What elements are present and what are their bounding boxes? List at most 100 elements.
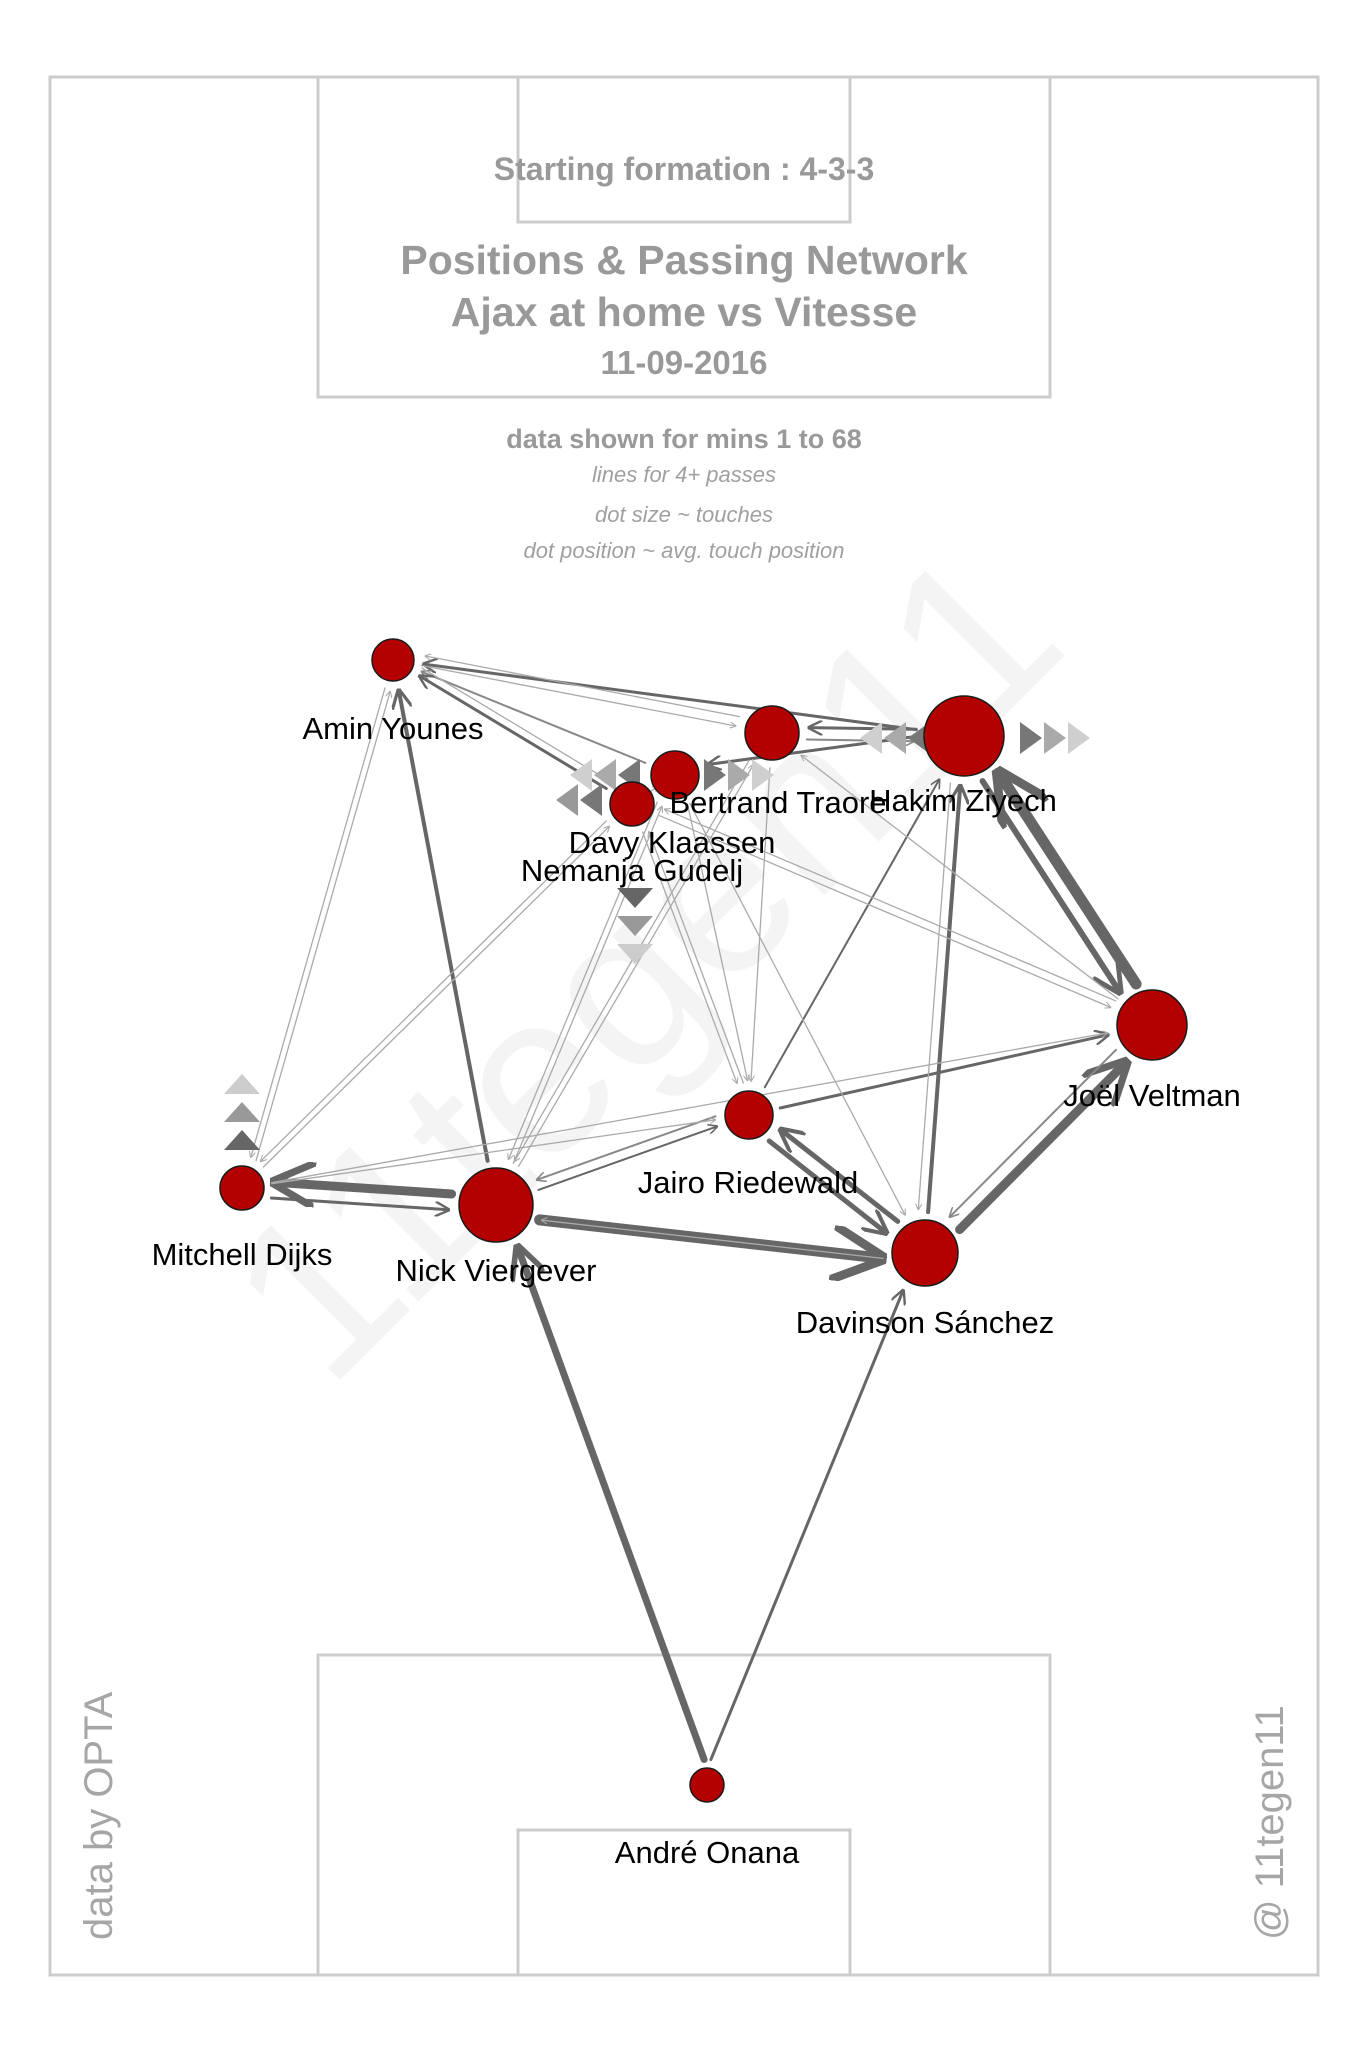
tri-dijks-up-3 — [224, 1130, 260, 1150]
tri-klaassen-left-2 — [580, 784, 602, 816]
pass-line-traore-to-viergever — [515, 759, 750, 1161]
formation-label: Starting formation : 4-3-3 — [494, 151, 874, 187]
pass-line-riedewald-to-viergever — [537, 1115, 717, 1180]
pass-line-viergever-to-riedewald — [537, 1126, 717, 1191]
pass-line-traore-to-riedewald — [751, 767, 771, 1081]
pass-line-veltman-to-traore — [801, 756, 1119, 1000]
tri-traore-left-2 — [594, 759, 616, 791]
pass-line-veltman-to-sanchez — [950, 1048, 1117, 1217]
pass-line-gudelj-to-younes — [420, 676, 608, 790]
tri-gudelj-down-2 — [617, 916, 653, 936]
tri-ziyech-right-1 — [1020, 722, 1042, 754]
title-line-1: Positions & Passing Network — [400, 237, 967, 283]
label-onana: André Onana — [615, 1835, 800, 1870]
pass-line-viergever-to-dijks — [275, 1182, 457, 1194]
label-riedewald: Jairo Riedewald — [638, 1165, 859, 1200]
player-dot-ziyech — [923, 695, 1005, 777]
tri-traore-right-3 — [752, 759, 774, 791]
player-labels: Amin Younes Bertrand Traore Hakim Ziyech… — [152, 711, 1241, 1870]
match-date: 11-09-2016 — [601, 344, 768, 381]
watermark: 11tegen11 — [181, 501, 1107, 1427]
pass-line-younes-to-traore — [420, 664, 736, 727]
player-dot-riedewald — [724, 1090, 774, 1140]
label-veltman: Joël Veltman — [1063, 1078, 1241, 1113]
tri-traore-right-2 — [728, 759, 750, 791]
author-credit: @ 11tegen11 — [1248, 1705, 1292, 1940]
tri-gudelj-down-1 — [617, 888, 653, 908]
tri-traore-left-1 — [570, 759, 592, 791]
player-dot-sanchez — [891, 1219, 959, 1287]
pass-line-viergever-to-traore — [518, 765, 754, 1167]
label-sanchez: Davinson Sánchez — [796, 1305, 1055, 1340]
player-dot-gudelj — [609, 781, 655, 827]
pass-line-onana-to-viergever — [518, 1247, 708, 1763]
top-goal-box — [516, 75, 852, 224]
pass-line-riedewald-to-ziyech — [763, 780, 940, 1089]
pass-line-younes-to-gudelj — [421, 667, 609, 781]
tri-traore-right-1 — [704, 759, 726, 791]
pass-line-veltman-to-ziyech — [999, 773, 1142, 990]
pass-line-sanchez-to-riedewald — [781, 1130, 901, 1224]
pass-line-viergever-to-younes — [399, 691, 490, 1163]
label-traore: Bertrand Traore — [669, 785, 886, 820]
pass-line-riedewald-to-sanchez — [766, 1138, 886, 1233]
pass-line-younes-to-dijks — [251, 687, 386, 1157]
label-ziyech: Hakim Ziyech — [869, 783, 1057, 818]
pass-line-sanchez-to-viergever — [542, 1220, 884, 1260]
pass-line-dijks-to-viergever — [269, 1196, 448, 1210]
pass-line-traore-to-younes — [425, 656, 741, 718]
tri-dijks-up-2 — [224, 1102, 260, 1122]
label-younes: Amin Younes — [303, 711, 484, 746]
pass-line-dijks-to-younes — [255, 692, 390, 1162]
pass-line-riedewald-to-gudelj — [649, 832, 744, 1084]
pass-line-veltman-to-gudelj — [665, 809, 1117, 1002]
pass-line-dijks-to-riedewald — [271, 1120, 716, 1185]
dot-position-note: dot position ~ avg. touch position — [523, 538, 844, 563]
pass-line-onana-to-sanchez — [709, 1291, 903, 1762]
tri-ziyech-left-1 — [860, 722, 882, 754]
bottom-goal-box — [516, 1828, 852, 1977]
title-line-2: Ajax at home vs Vitesse — [451, 289, 917, 335]
player-dot-onana — [689, 1767, 725, 1803]
pass-line-klaassen-to-viergever — [509, 801, 658, 1159]
pass-line-riedewald-to-veltman — [778, 1035, 1108, 1110]
pass-line-dijks-to-veltman — [270, 1033, 1108, 1184]
pass-line-ziyech-to-veltman — [979, 778, 1120, 992]
pass-line-dijks-to-gudelj — [262, 827, 609, 1168]
tri-gudelj-down-3 — [617, 944, 653, 964]
data-source-credit: data by OPTA — [77, 1691, 121, 1940]
tri-ziyech-left-2 — [884, 722, 906, 754]
label-viergever: Nick Viergever — [395, 1253, 596, 1288]
pass-line-klaassen-to-sanchez — [689, 802, 905, 1215]
player-dot-younes — [371, 638, 415, 682]
pass-lines — [251, 656, 1142, 1763]
pass-line-gudelj-to-veltman — [658, 815, 1111, 1008]
label-gudelj: Nemanja Gudelj — [521, 853, 743, 888]
minutes-range-note: data shown for mins 1 to 68 — [506, 424, 862, 454]
player-dot-viergever — [458, 1167, 534, 1243]
tri-dijks-up-1 — [224, 1074, 260, 1094]
tri-ziyech-right-3 — [1068, 722, 1090, 754]
pass-line-klaassen-to-younes — [422, 672, 647, 764]
player-dot-dijks — [219, 1165, 265, 1211]
pass-line-sanchez-to-ziyech — [926, 786, 960, 1215]
pitch-markings — [48, 75, 1320, 1977]
dot-size-note: dot size ~ touches — [595, 502, 773, 527]
label-klaassen: Davy Klaassen — [569, 825, 776, 860]
player-nodes — [219, 638, 1188, 1803]
pass-line-gudelj-to-dijks — [261, 820, 608, 1162]
pass-line-viergever-to-klaassen — [512, 806, 662, 1165]
pass-line-klaassen-to-riedewald — [687, 804, 748, 1081]
pass-line-ziyech-to-younes — [424, 664, 918, 732]
pass-line-sanchez-to-veltman — [955, 1063, 1126, 1235]
tri-klaassen-left-1 — [556, 784, 578, 816]
label-dijks: Mitchell Dijks — [152, 1237, 333, 1272]
player-dot-traore — [744, 705, 800, 761]
player-dot-veltman — [1116, 989, 1188, 1061]
pass-line-gudelj-to-riedewald — [641, 831, 737, 1083]
player-dot-klaassen — [650, 750, 700, 800]
pass-line-ziyech-to-sanchez — [918, 782, 952, 1209]
lines-note: lines for 4+ passes — [592, 462, 776, 487]
tri-ziyech-right-2 — [1044, 722, 1066, 754]
